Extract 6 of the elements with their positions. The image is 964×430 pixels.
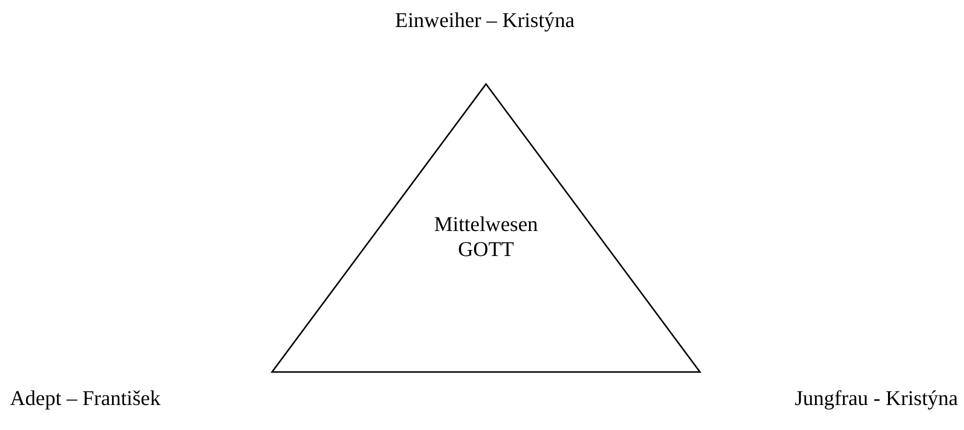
vertex-label: Jungfrau - Kristýna: [794, 386, 958, 412]
vertex-label: Einweiher – Kristýna: [395, 8, 575, 34]
vertex-label: Adept – František: [10, 386, 160, 412]
node-text: GOTT: [458, 237, 514, 262]
triangle: [272, 84, 700, 372]
node-text: Mittelwesen: [434, 212, 538, 238]
